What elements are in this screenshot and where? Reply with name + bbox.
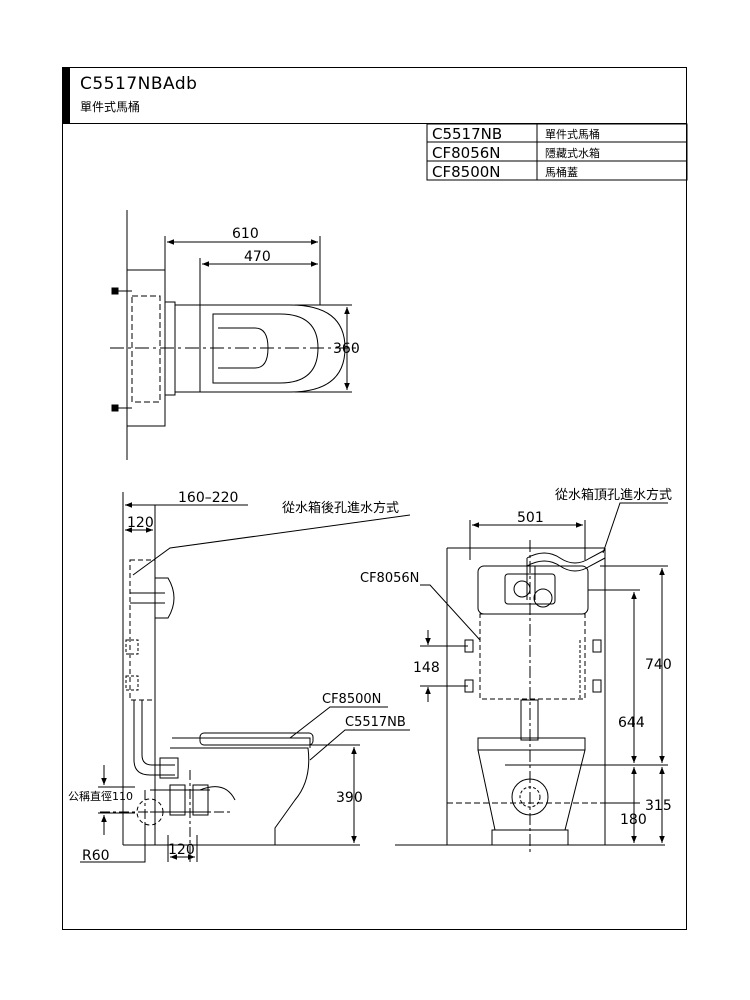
front-view (395, 502, 668, 855)
dim-360: 360 (333, 341, 360, 357)
note-rear-inlet: 從水箱後孔進水方式 (282, 500, 399, 516)
drawing-frame (62, 67, 687, 930)
pipe-diameter-label: 公稱直徑110 (68, 789, 133, 803)
parts-table (426, 123, 688, 181)
dim-180: 180 (620, 812, 647, 828)
model-title: C5517NBAdb (80, 74, 198, 94)
dim-610: 610 (232, 226, 259, 242)
note-top-inlet: 從水箱頂孔進水方式 (555, 487, 672, 503)
dim-390: 390 (336, 790, 363, 806)
dim-501: 501 (517, 510, 544, 526)
label-seat: CF8500N (322, 692, 381, 707)
dim-r60: R60 (82, 848, 110, 864)
dim-148: 148 (413, 660, 440, 676)
title-divider (62, 123, 687, 124)
parts-code-1: C5517NB (432, 125, 502, 143)
parts-name-3: 馬桶蓋 (545, 165, 578, 179)
parts-code-2: CF8056N (432, 144, 501, 162)
label-bowl: C5517NB (345, 715, 406, 730)
dim-315: 315 (645, 798, 672, 814)
parts-code-3: CF8500N (432, 163, 501, 181)
parts-name-1: 單件式馬桶 (545, 127, 600, 141)
top-view (110, 210, 360, 460)
dim-470: 470 (244, 249, 271, 265)
model-subtitle: 單件式馬桶 (80, 100, 141, 114)
label-tank: CF8056N (360, 571, 419, 586)
side-view (80, 492, 481, 865)
dim-160-220: 160–220 (178, 490, 238, 506)
dim-644: 644 (618, 715, 645, 731)
parts-name-2: 隱藏式水箱 (545, 146, 600, 160)
dim-120-top: 120 (127, 515, 154, 531)
dim-740: 740 (645, 657, 672, 673)
dim-120-bottom: 120 (168, 842, 195, 858)
title-accent-bar (62, 67, 70, 124)
